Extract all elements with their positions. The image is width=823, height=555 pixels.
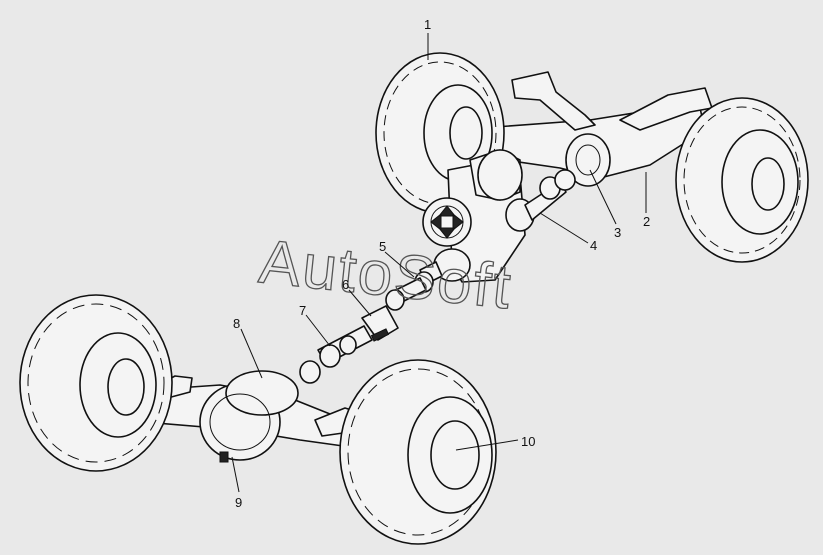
front-right-wheel (339, 359, 497, 545)
callout-3: 3 (614, 225, 621, 240)
callout-leaders (231, 33, 647, 493)
callout-7: 7 (299, 303, 306, 318)
callout-8: 8 (233, 316, 240, 331)
callout-10: 10 (521, 434, 535, 449)
front-axle-assembly (119, 370, 381, 463)
front-propeller-shaft (299, 261, 443, 384)
callout-4: 4 (590, 238, 597, 253)
rear-right-wheel (675, 97, 809, 263)
parking-brake-drum (422, 197, 472, 247)
center-support-bearing (361, 305, 399, 341)
callout-9: 9 (235, 495, 242, 510)
rear-propeller-shaft (505, 169, 576, 232)
callout-5: 5 (379, 239, 386, 254)
drain-plug (219, 451, 229, 463)
front-left-wheel (19, 294, 173, 472)
callout-2: 2 (643, 214, 650, 229)
transfer-case (422, 149, 526, 283)
callout-1: 1 (424, 17, 431, 32)
callout-6: 6 (342, 277, 349, 292)
rear-axle-bracket-left (511, 71, 596, 131)
rear-differential-flange (565, 133, 611, 187)
